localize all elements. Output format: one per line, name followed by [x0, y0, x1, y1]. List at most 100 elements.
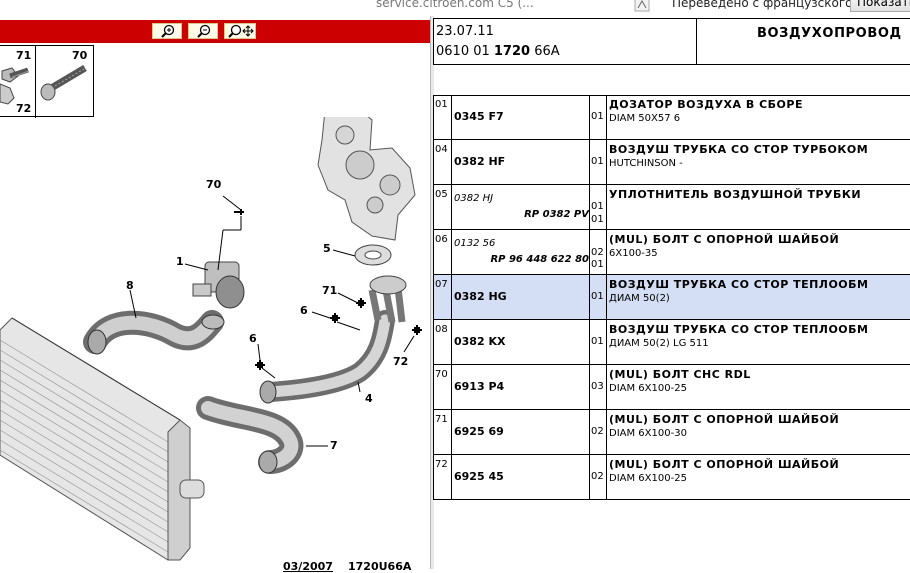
- turbocharger-illustration: [317, 117, 416, 241]
- zoom-in-button[interactable]: [152, 23, 182, 39]
- item-number-cell: 01: [433, 95, 451, 139]
- callout-70: 70: [206, 178, 222, 191]
- catalog-date: 23.07.11: [436, 24, 494, 39]
- reference-cell: 0345 F7: [451, 95, 589, 139]
- part-quantity: 01: [591, 291, 604, 302]
- reference-cell: 0132 56 RP 96 448 622 80: [451, 230, 589, 274]
- table-top-border: [433, 95, 910, 96]
- part-quantity-alt: 01: [591, 214, 604, 225]
- show-original-button[interactable]: Показать: [850, 0, 910, 12]
- item-number-cell: 71: [433, 410, 451, 454]
- browser-strip: service.citroen.com C5 (... Переведено с…: [0, 0, 910, 16]
- part-quantity: 01: [591, 111, 604, 122]
- page-url-text[interactable]: service.citroen.com C5 (...: [376, 0, 534, 10]
- callout-72: 72: [393, 355, 409, 368]
- intercooler-illustration: [0, 317, 205, 561]
- part-description: DIAM 6X100-25: [609, 473, 687, 484]
- fastener-markers: [234, 209, 422, 370]
- part-reference[interactable]: 0345 F7: [454, 110, 504, 123]
- part-reference[interactable]: 6925 69: [454, 425, 504, 438]
- part-name: ВОЗДУШ ТРУБКА СО СТОР ТЕПЛООБМ: [609, 323, 869, 336]
- item-number: 07: [435, 279, 448, 290]
- part-name: УПЛОТНИТЕЛЬ ВОЗДУШНОЙ ТРУБКИ: [609, 188, 862, 201]
- description-cell: ВОЗДУШ ТРУБКА СО СТОР ТЕПЛООБМ ДИАМ 50(2)…: [606, 320, 910, 364]
- bolt-label: 72: [16, 102, 32, 115]
- item-number-cell: 06: [433, 230, 451, 274]
- item-number: 05: [435, 189, 448, 200]
- parts-table-row[interactable]: 07 0382 HG 01 ВОЗДУШ ТРУБКА СО СТОР ТЕПЛООБ…: [433, 275, 910, 320]
- part-reference[interactable]: 0132 56: [454, 238, 496, 249]
- part-description: ДИАМ 50(2) LG 511: [609, 338, 709, 349]
- item-number: 70: [435, 369, 448, 380]
- item-number: 72: [435, 459, 448, 470]
- reference-cell: 0382 HG: [451, 275, 589, 319]
- part-description: ДИАМ 50(2): [609, 293, 670, 304]
- catalog-code: 0610 01 1720 66A: [436, 44, 560, 59]
- translate-icon[interactable]: [634, 0, 650, 12]
- part-quantity: 01: [591, 156, 604, 167]
- callout-6a: 6: [300, 304, 308, 317]
- part-reference-alt[interactable]: RP 96 448 622 80: [490, 254, 589, 265]
- item-number-cell: 07: [433, 275, 451, 319]
- bolt-label: 71: [16, 49, 32, 62]
- catalog-header: 23.07.11 0610 01 1720 66A ВОЗДУХОПРОВОД: [433, 18, 910, 65]
- quantity-cell: 01: [589, 95, 606, 139]
- callout-7: 7: [330, 439, 338, 452]
- bolt-label: 70: [72, 49, 88, 62]
- quantity-cell: 01: [589, 320, 606, 364]
- item-number: 06: [435, 234, 448, 245]
- reference-cell: 6913 P4: [451, 365, 589, 409]
- part-quantity: 02: [591, 247, 604, 258]
- part-quantity: 03: [591, 381, 604, 392]
- item-number-cell: 04: [433, 140, 451, 184]
- part-description: DIAM 6X100-25: [609, 383, 687, 394]
- quantity-cell: 03: [589, 365, 606, 409]
- zoom-move-icon: [228, 24, 254, 38]
- part-description: DIAM 6X100-30: [609, 428, 687, 439]
- callout-5: 5: [323, 242, 331, 255]
- diagram-footer-date: 03/2007: [283, 560, 333, 573]
- reference-cell: 0382 HF: [451, 140, 589, 184]
- zoom-out-button[interactable]: [188, 23, 218, 39]
- part-name: (MUL) БОЛТ С ОПОРНОЙ ШАЙБОЙ: [609, 413, 840, 426]
- catalog-title: ВОЗДУХОПРОВОД: [757, 26, 902, 41]
- part-description: DIAM 50X57 6: [609, 113, 681, 124]
- part-reference[interactable]: 0382 KX: [454, 335, 506, 348]
- item-number: 04: [435, 144, 448, 155]
- air-meter-illustration: [192, 261, 245, 309]
- part-reference[interactable]: 6925 45: [454, 470, 504, 483]
- reference-cell: 6925 69: [451, 410, 589, 454]
- part-reference-alt[interactable]: RP 0382 PV: [524, 209, 589, 220]
- callout-71: 71: [322, 284, 338, 297]
- part-description: HUTCHINSON -: [609, 158, 683, 169]
- part-reference[interactable]: 0382 HJ: [454, 193, 494, 204]
- quantity-cell: 01: [589, 275, 606, 319]
- panel-divider[interactable]: [430, 16, 434, 569]
- part-reference[interactable]: 6913 P4: [454, 380, 505, 393]
- zoom-in-icon: [161, 24, 175, 38]
- item-number: 08: [435, 324, 448, 335]
- callout-1: 1: [176, 255, 184, 268]
- zoom-out-icon: [197, 24, 211, 38]
- part-description: 6X100-35: [609, 248, 658, 259]
- quantity-cell: 01: [589, 140, 606, 184]
- part-reference[interactable]: 0382 HF: [454, 155, 506, 168]
- part-quantity: 02: [591, 471, 604, 482]
- part-reference[interactable]: 0382 HG: [454, 290, 507, 303]
- item-number-cell: 05: [433, 185, 451, 229]
- callout-6b: 6: [249, 332, 257, 345]
- zoom-fit-button[interactable]: [224, 23, 256, 39]
- exploded-parts-diagram: [0, 117, 422, 561]
- item-number-cell: 08: [433, 320, 451, 364]
- part-name: ВОЗДУШ ТРУБКА СО СТОР ТЕПЛООБМ: [609, 278, 869, 291]
- part-quantity-alt: 01: [591, 259, 604, 270]
